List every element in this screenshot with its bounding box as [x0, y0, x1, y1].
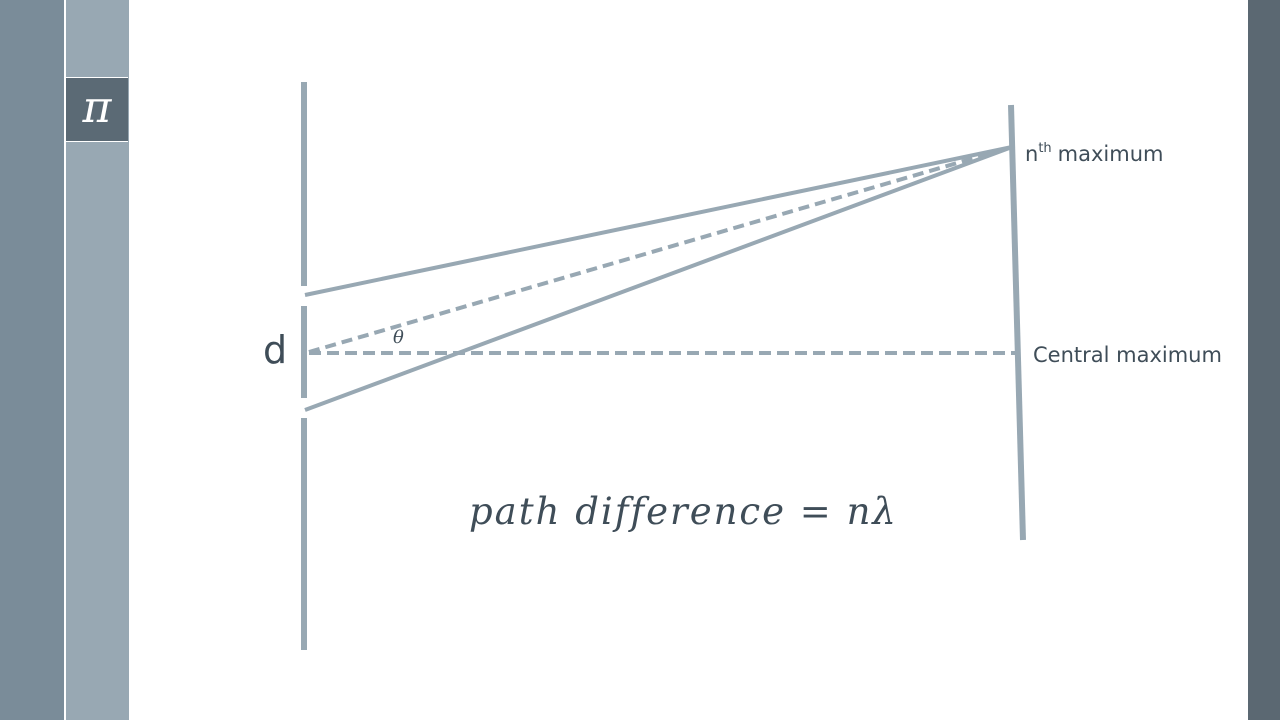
nth-prefix: n [1025, 142, 1039, 166]
nth-suffix: maximum [1057, 142, 1164, 166]
top-ray [304, 145, 1013, 297]
path-difference-formula: path difference = nλ [469, 490, 898, 533]
left-decorative-band [0, 0, 64, 720]
central-maximum-label: Central maximum [1033, 343, 1222, 367]
nth-maximum-label: nth maximum [1025, 135, 1163, 168]
bottom-ray [304, 145, 1013, 412]
pi-icon: π [82, 81, 112, 133]
angle-theta-label: θ [393, 327, 404, 348]
right-decorative-band [1248, 0, 1280, 720]
screen [1008, 104, 1026, 541]
band-separator [64, 0, 66, 720]
pi-logo: π [66, 77, 128, 142]
nth-superscript: th [1038, 141, 1052, 156]
slit-separation-label: d [263, 328, 288, 372]
central-ray [308, 145, 1013, 354]
